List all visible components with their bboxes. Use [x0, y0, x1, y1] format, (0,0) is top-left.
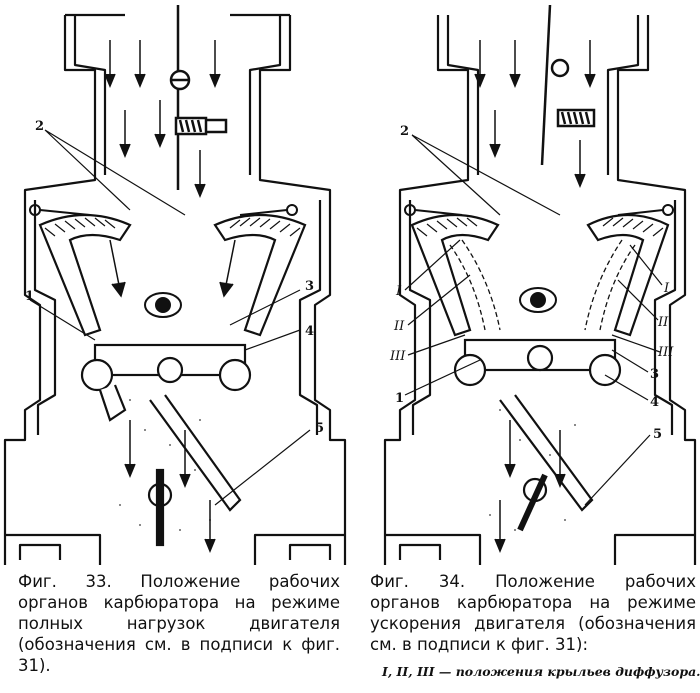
figure-33-caption: Фиг. 33. Положение рабочих органов карбю…: [18, 571, 340, 676]
diffuser-wing-left: [38, 213, 132, 337]
fig33-label-1: 1: [25, 289, 34, 304]
airflow-arrows: [104, 40, 236, 553]
fig34-label-I-right: I: [663, 281, 670, 296]
fig34-label-III-right: III: [657, 345, 674, 360]
fig33-label-3: 3: [305, 279, 314, 294]
fig33-label-5: 5: [315, 421, 324, 436]
right-roller: [218, 358, 252, 392]
figure-34-carburetor-acceleration: 2 I II III 1 I II III 3 4 5: [383, 4, 697, 565]
fig34-label-2: 2: [400, 124, 409, 139]
airflow-arrows: [474, 40, 596, 553]
fig34-label-I-left: I: [395, 284, 402, 299]
fig34-label-3: 3: [650, 367, 659, 382]
fig33-label-2: 2: [35, 119, 44, 134]
diffuser-wing-left: [410, 213, 500, 337]
caption-text: Фиг. 33. Положение рабочих органов карбю…: [18, 572, 340, 675]
fig33-label-4: 4: [305, 324, 314, 339]
carburetor-body-outline: [383, 15, 697, 565]
figure-34-caption: Фиг. 34. Положение рабочих органов карбю…: [370, 571, 696, 655]
right-roller: [588, 353, 622, 387]
figure-33-carburetor-full-load: 2 1 3 4 5: [3, 5, 347, 565]
left-roller: [453, 353, 487, 387]
fig34-label-II-right: II: [657, 315, 669, 330]
caption-text: Фиг. 34. Положение рабочих органов карбю…: [370, 572, 696, 654]
fig34-label-III-left: III: [389, 349, 406, 364]
fig34-label-II-left: II: [393, 319, 405, 334]
left-roller: [80, 358, 114, 392]
diffuser-wing-right: [586, 213, 670, 337]
fig34-label-4: 4: [650, 395, 659, 410]
fig34-label-1: 1: [395, 391, 404, 406]
figure-34-note: I, II, III — положения крыльев диффузора…: [382, 664, 700, 679]
fig34-label-5: 5: [653, 427, 662, 442]
carburetor-body-outline: [3, 15, 347, 565]
diffuser-wing-right: [213, 213, 307, 337]
choke-plate: [540, 4, 552, 166]
